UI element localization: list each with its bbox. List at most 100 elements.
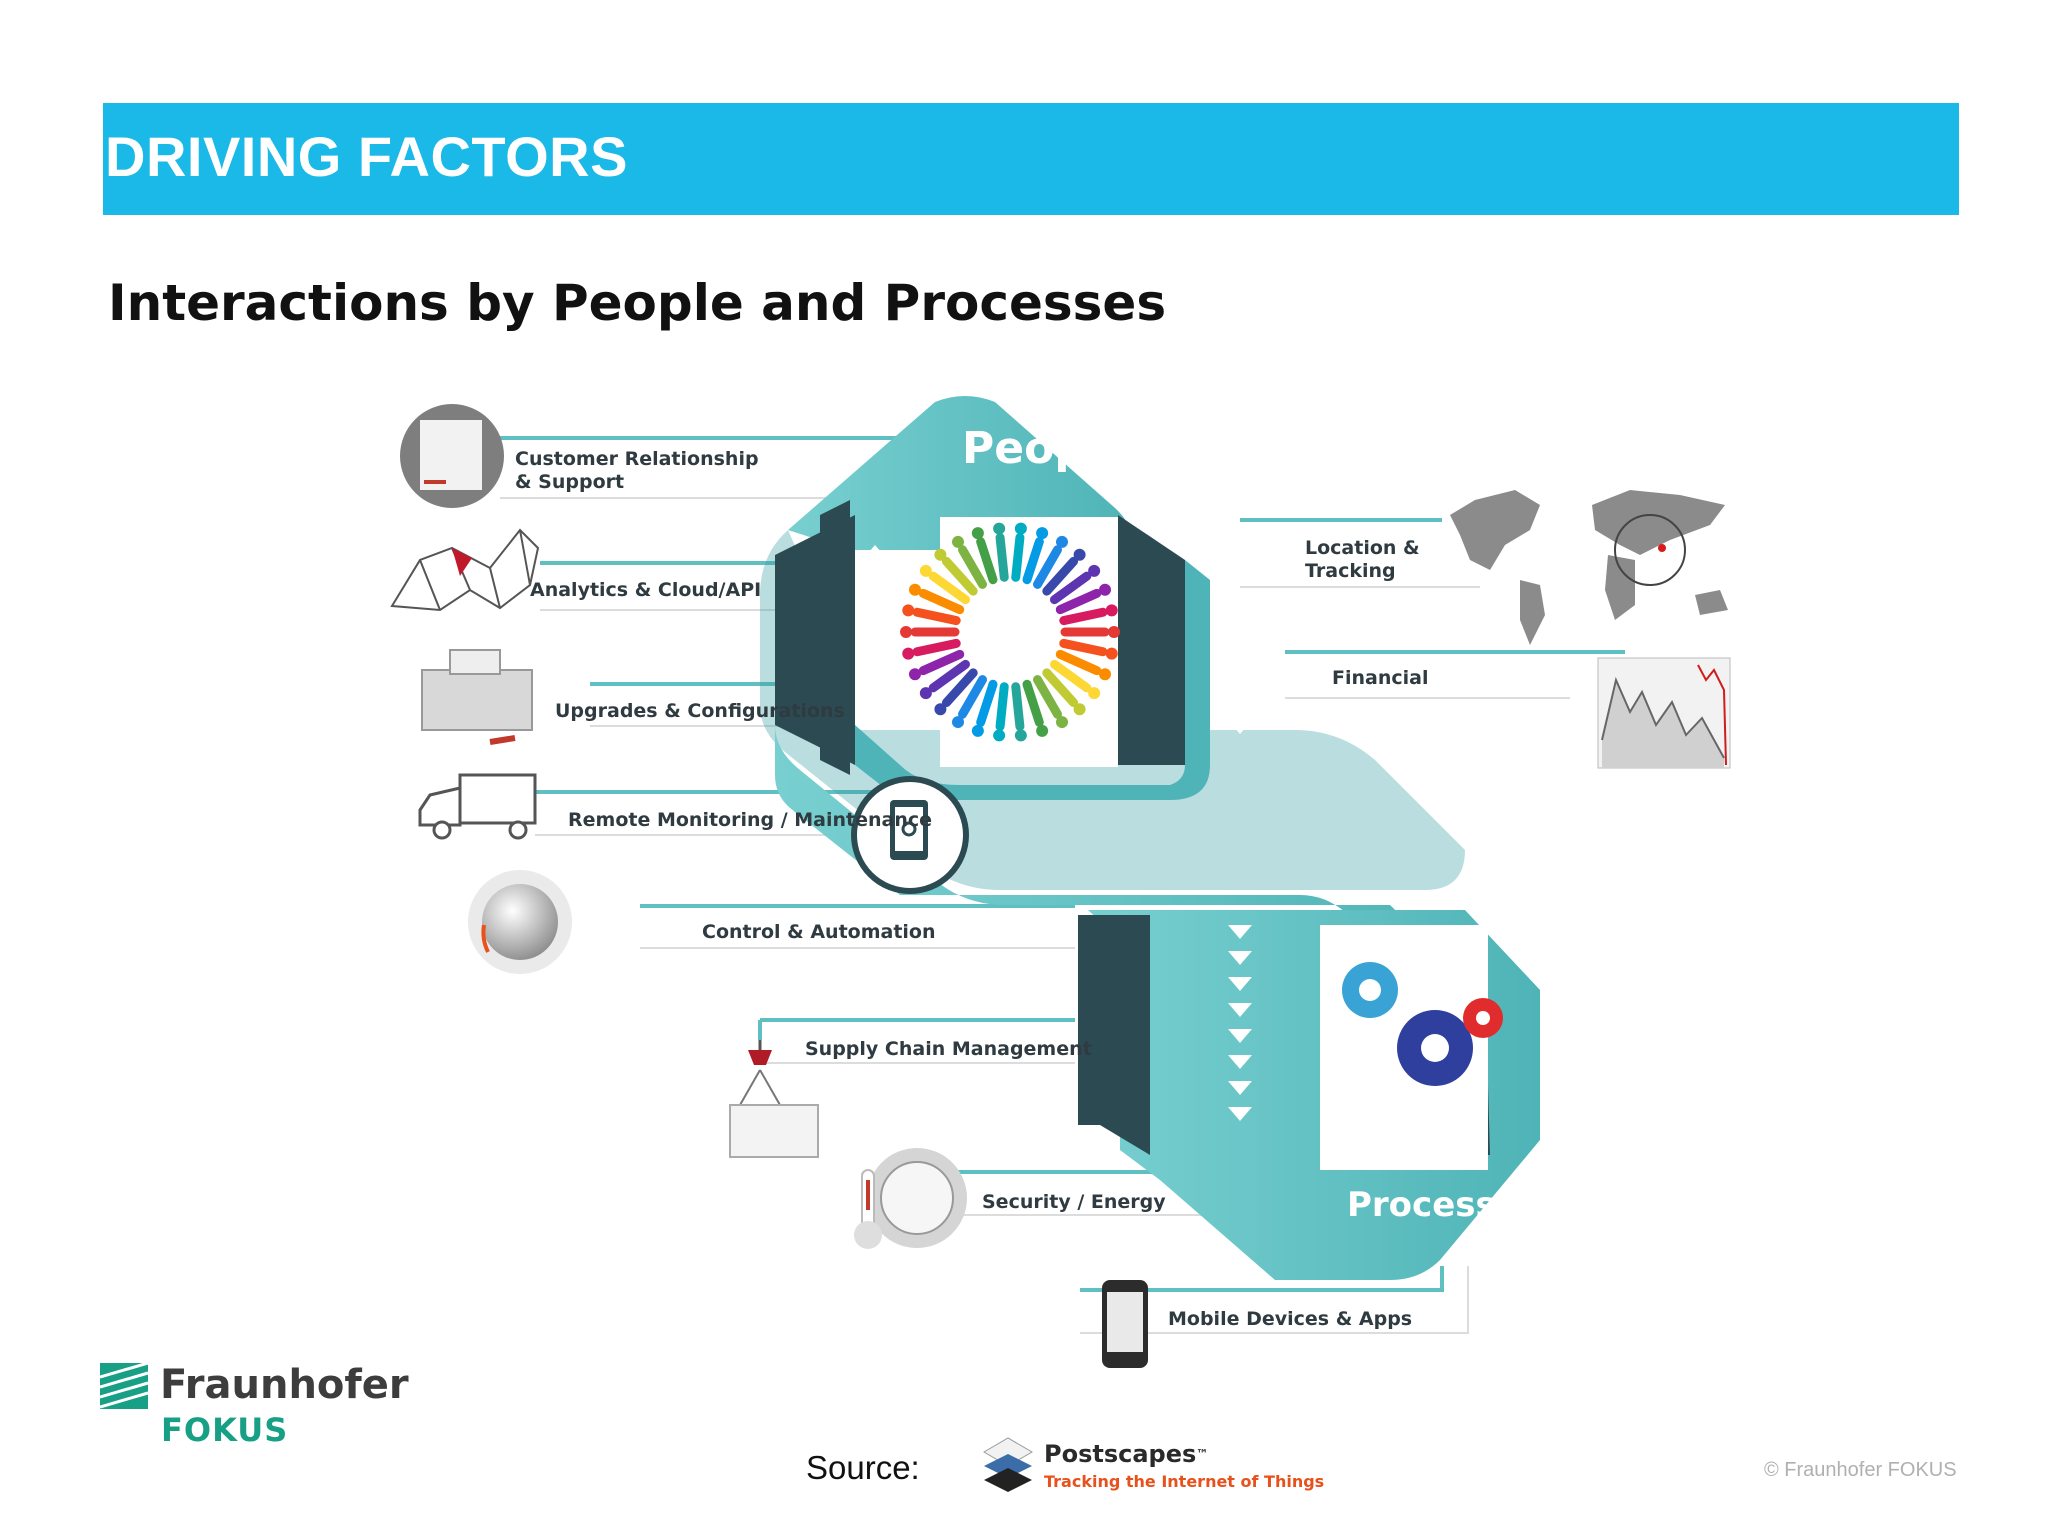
down-arrows-left (1228, 925, 1252, 1121)
copyright-text: © Fraunhofer FOKUS (1764, 1459, 1957, 1481)
postscapes-tagline: Tracking the Internet of Things (1044, 1472, 1325, 1491)
down-arrow-icon (1228, 720, 1252, 734)
document-pen-icon (400, 404, 504, 508)
label-customer-relationship-line2: & Support (515, 471, 624, 493)
stock-chart-icon (1597, 657, 1731, 769)
lock-thermometer-icon (854, 1148, 967, 1249)
down-arrow-icon (1228, 545, 1252, 559)
processes-panel (1228, 925, 1627, 1170)
down-arrow-icon (1228, 645, 1252, 659)
person-figure-icon (1011, 682, 1025, 731)
up-arrow-icon (1603, 1081, 1627, 1095)
down-arrow-icon (1228, 925, 1252, 939)
down-arrow-icon (1228, 1081, 1252, 1095)
person-head-icon (1056, 535, 1068, 548)
person-head-icon (1099, 668, 1112, 681)
header-bar: DRIVING FACTORS (103, 103, 1959, 215)
person-head-icon (934, 548, 947, 561)
person-figure-icon (995, 533, 1009, 582)
label-customer-relationship-line1: Customer Relationship (515, 448, 759, 470)
label-security-energy: Security / Energy (982, 1191, 1166, 1213)
person-figure-icon (1049, 571, 1092, 605)
person-head-icon (971, 724, 984, 737)
down-arrows-right (1228, 545, 1252, 734)
person-figure-icon (1049, 659, 1092, 693)
person-figure-icon (918, 588, 965, 615)
up-arrow-icon (1603, 1055, 1627, 1069)
person-head-icon (919, 687, 932, 700)
processes-label: Processes (1347, 1185, 1539, 1225)
person-figure-icon (1059, 638, 1108, 657)
person-figure-icon (1042, 556, 1079, 596)
gears-icon (1342, 962, 1503, 1086)
person-head-icon (1036, 527, 1049, 540)
person-head-icon (993, 522, 1006, 535)
person-head-icon (1073, 548, 1086, 561)
person-head-icon (908, 668, 921, 681)
tablet-hand-icon (851, 776, 969, 894)
person-head-icon (1014, 729, 1027, 742)
world-map-icon (1450, 490, 1728, 645)
person-figure-icon (1055, 649, 1102, 676)
person-figure-icon (976, 537, 998, 585)
up-arrow-icon (863, 707, 887, 721)
person-figure-icon (958, 545, 987, 589)
person-head-icon (902, 604, 915, 617)
fraunhofer-logo-mark (100, 1363, 148, 1409)
down-arrow-icon (1228, 1107, 1252, 1121)
person-head-icon (900, 626, 912, 638)
network-mesh-icon (390, 528, 540, 612)
person-figure-icon (976, 679, 998, 727)
postscapes-trademark: ™ (1196, 1447, 1209, 1461)
label-remote-monitoring: Remote Monitoring / Maintenance (568, 809, 932, 831)
person-figure-icon (1022, 679, 1044, 727)
up-arrow-icon (863, 626, 887, 640)
up-arrow-icon (863, 653, 887, 667)
person-figure-icon (1059, 607, 1108, 626)
person-head-icon (908, 583, 921, 596)
person-head-icon (1036, 724, 1049, 737)
crane-hook-icon (729, 1040, 819, 1158)
label-mobile-devices: Mobile Devices & Apps (1168, 1308, 1412, 1330)
down-arrow-icon (1228, 1003, 1252, 1017)
people-panel (820, 500, 1252, 775)
up-arrow-icon (1603, 1003, 1627, 1017)
label-control-automation: Control & Automation (702, 921, 936, 943)
postscapes-name: Postscapes™ (1044, 1440, 1209, 1468)
truck-icon (418, 773, 537, 840)
person-figure-icon (958, 675, 987, 719)
up-arrow-icon (863, 599, 887, 613)
person-head-icon (1099, 583, 1112, 596)
up-arrows-left (863, 545, 887, 721)
person-figure-icon (928, 571, 971, 605)
down-arrow-icon (1228, 951, 1252, 965)
person-figure-icon (912, 638, 961, 657)
up-arrow-icon (863, 680, 887, 694)
down-arrow-icon (1228, 595, 1252, 609)
down-arrow-icon (1228, 570, 1252, 584)
toolbox-icon (421, 649, 533, 745)
logo-unit: FOKUS (161, 1411, 289, 1449)
up-arrow-icon (1603, 1029, 1627, 1043)
person-figure-icon (1022, 537, 1044, 585)
down-arrow-icon (1228, 1029, 1252, 1043)
person-head-icon (1014, 522, 1027, 535)
logo-name: Fraunhofer (160, 1362, 409, 1408)
label-location-tracking-line1: Location & (1305, 537, 1420, 559)
label-location-tracking-line2: Tracking (1305, 560, 1396, 582)
person-figure-icon (1033, 675, 1062, 719)
up-arrow-icon (1603, 977, 1627, 991)
person-figure-icon (1011, 533, 1025, 582)
person-head-icon (1088, 687, 1101, 700)
person-figure-icon (918, 649, 965, 676)
label-analytics-cloud-api: Analytics & Cloud/API (530, 579, 761, 601)
person-figure-icon (995, 682, 1009, 731)
person-figure-icon (912, 607, 961, 626)
label-supply-chain: Supply Chain Management (805, 1038, 1092, 1060)
person-head-icon (1056, 716, 1068, 729)
fraunhofer-logo: Fraunhofer FOKUS (100, 1355, 409, 1455)
person-figure-icon (1033, 545, 1062, 589)
person-head-icon (971, 527, 984, 540)
up-arrows-right (1603, 925, 1627, 1121)
person-head-icon (1073, 703, 1086, 716)
